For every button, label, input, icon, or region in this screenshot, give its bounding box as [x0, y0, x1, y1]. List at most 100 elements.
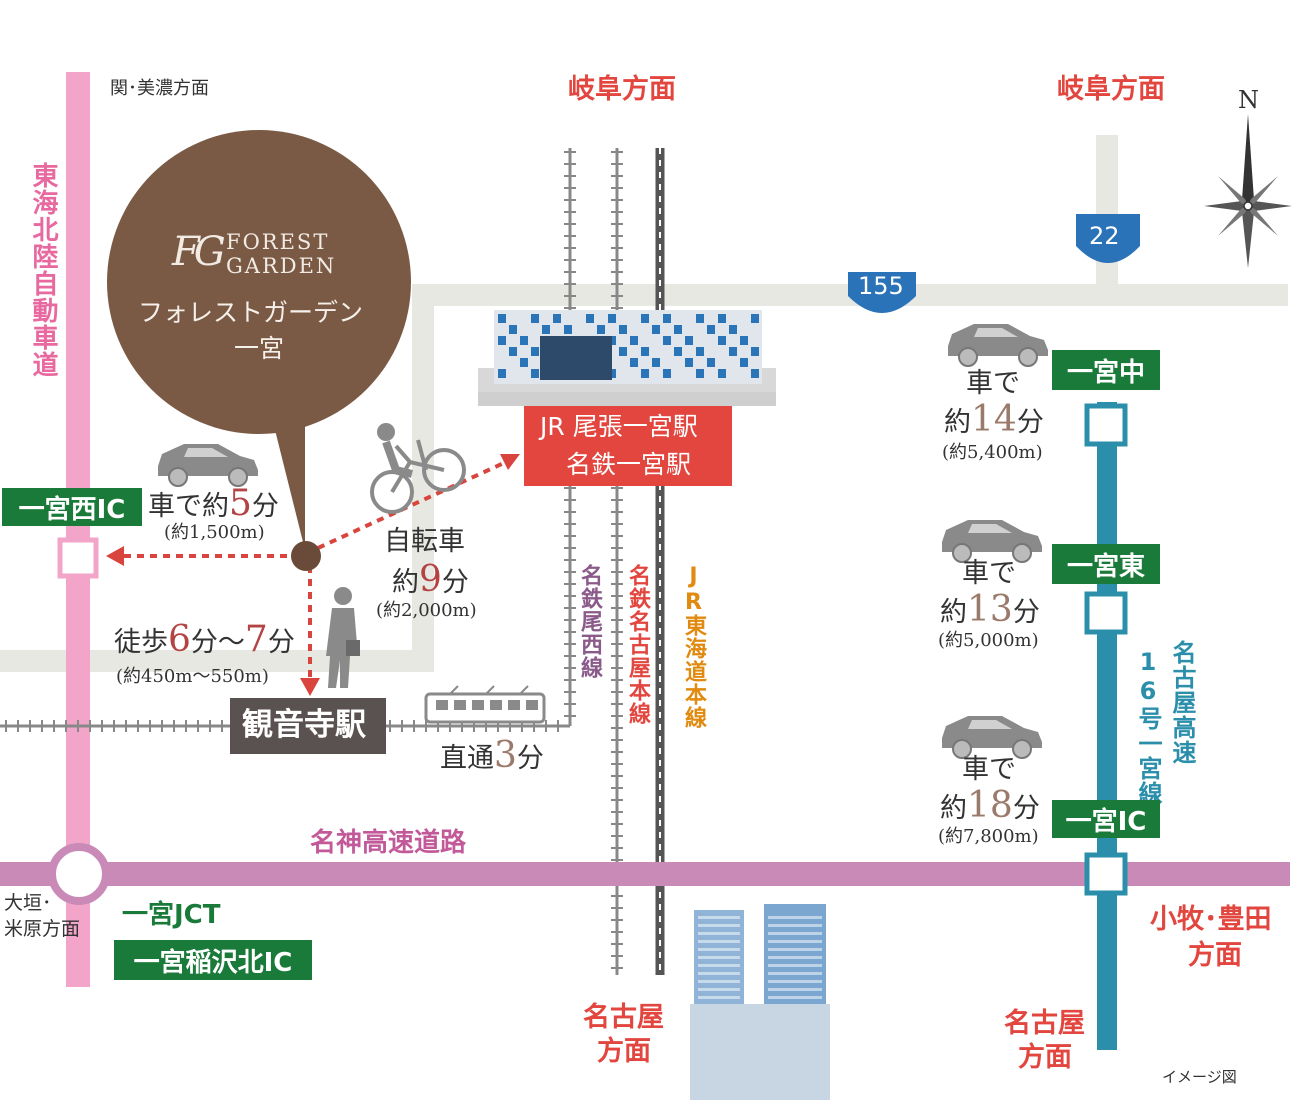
route-22-label: 22: [1089, 222, 1120, 250]
bike-label: 自転車: [384, 526, 465, 557]
direction-komaki-1: 小牧･豊田: [1150, 904, 1272, 935]
station-building-icon: [478, 310, 776, 406]
jr-tokaido-label-1: JR: [681, 564, 706, 616]
meitetsu-nagoya-label: 名鉄名古屋本線: [625, 564, 650, 725]
ichinomiya-nishi-ic-sign: 一宮西IC: [2, 488, 142, 526]
direction-nagoya-center-2: 方面: [597, 1036, 651, 1067]
property-location-dot: [291, 541, 321, 571]
car-west-distance: (約1,500m): [164, 522, 265, 543]
jr-tokaido-label-2: 東海道本線: [681, 614, 706, 729]
route-22-shield: [1076, 214, 1140, 263]
meitetsu-bisai-label: 名鉄尾西線: [577, 564, 602, 679]
dotted-routes: [122, 460, 507, 682]
bike-distance: (約2,000m): [376, 600, 477, 621]
walk-distance: (約450m～550m): [116, 666, 269, 687]
walk-num1: 6: [168, 619, 191, 660]
nagoya-expressway-label-2: 16号一宮線: [1134, 648, 1162, 806]
image-note: イメージ図: [1162, 1068, 1237, 1086]
car-west-prefix: 車で約: [148, 491, 229, 522]
car-naka-num: 14: [971, 399, 1017, 440]
skyscraper-icon: [690, 904, 830, 1100]
train-num: 3: [494, 735, 517, 776]
tokai-hokuriku-label: 東海北陸自動車道: [28, 162, 58, 378]
ichinomiya-ic-sign: 一宮IC: [1052, 800, 1160, 838]
main-station-line2: 名鉄一宮駅: [566, 450, 692, 479]
walk-num2: 7: [244, 619, 268, 660]
meishin-road: [0, 862, 1290, 886]
property-logo-line1: FOREST: [226, 230, 330, 254]
car-naka-line1: 車で: [966, 368, 1020, 399]
compass-icon: [1204, 114, 1292, 268]
car-ic-line1: 車で: [962, 754, 1016, 785]
tokai-hokuriku-road: [66, 72, 90, 987]
bike-prefix: 約: [392, 567, 419, 598]
car-naka-unit: 分: [1016, 407, 1044, 438]
car-ic-time: 約18分: [940, 788, 1040, 824]
ichinomiya-jct-label: 一宮JCT: [122, 900, 221, 930]
railway-tracks: [564, 148, 665, 975]
direction-gifu-center: 岐阜方面: [568, 74, 676, 105]
train-time: 直通3分: [440, 738, 544, 774]
car-icon: [942, 716, 1042, 759]
inazawa-kita-ic-sign: 一宮稲沢北IC: [114, 940, 312, 980]
direction-nagoya-center-1: 名古屋: [583, 1002, 664, 1033]
train-icon: [424, 685, 546, 724]
direction-ogaki-1: 大垣･: [4, 892, 52, 914]
car-ic-prefix: 約: [940, 793, 967, 824]
walk-unit: 分: [267, 627, 295, 658]
ic-markers: [1084, 403, 1128, 896]
property-name-line1: フォレストガーデン: [138, 298, 364, 327]
walk-mid: 分～: [190, 627, 245, 658]
car-icon: [942, 520, 1042, 563]
ichinomiya-naka-sign: 一宮中: [1052, 350, 1160, 390]
walk-time: 徒歩6分～7分: [114, 622, 295, 658]
kannonji-station-label: 観音寺駅: [242, 707, 366, 743]
nagoya-expressway-label-1: 名古屋高速: [1168, 640, 1196, 765]
direction-nagoya-right-1: 名古屋: [1004, 1008, 1085, 1039]
car-naka-prefix: 約: [944, 407, 971, 438]
direction-seki-mino: 関･美濃方面: [110, 78, 209, 99]
car-higashi-num: 13: [967, 589, 1013, 630]
ichinomiya-higashi-sign: 一宮東: [1052, 544, 1160, 584]
main-station-box: [524, 406, 732, 486]
car-higashi-distance: (約5,000m): [938, 630, 1039, 651]
arrow-heads: [106, 454, 520, 696]
bike-time: 約9分: [392, 562, 469, 598]
main-station-line1: JR 尾張一宮駅: [540, 412, 698, 441]
train-unit: 分: [516, 743, 544, 774]
nagoya-expressway-road: [1097, 402, 1117, 1050]
property-bubble: [107, 130, 411, 550]
kannonji-station-box: [230, 698, 386, 754]
direction-komaki-2: 方面: [1188, 940, 1242, 971]
direction-nagoya-right-2: 方面: [1018, 1042, 1072, 1073]
meishin-label: 名神高速道路: [310, 828, 467, 858]
car-higashi-time: 約13分: [940, 592, 1040, 628]
car-west-num: 5: [229, 483, 252, 524]
car-icon: [158, 444, 258, 487]
route-155-label: 155: [858, 272, 904, 300]
car-ic-distance: (約7,800m): [938, 826, 1039, 847]
car-icons: [158, 324, 1048, 759]
car-ic-unit: 分: [1012, 793, 1040, 824]
direction-gifu-right: 岐阜方面: [1057, 74, 1165, 105]
direction-ogaki-2: 米原方面: [4, 918, 81, 940]
walk-prefix: 徒歩: [114, 627, 168, 658]
car-west-unit: 分: [251, 491, 279, 522]
route-155-shield: [848, 272, 916, 313]
car-west-time: 車で約5分: [148, 486, 279, 522]
property-logo-mark: FG: [172, 229, 226, 275]
car-higashi-line1: 車で: [962, 558, 1016, 589]
walking-person-icon: [326, 587, 360, 688]
car-ic-num: 18: [967, 785, 1013, 826]
property-name-line2: 一宮: [234, 334, 285, 363]
car-naka-distance: (約5,400m): [942, 442, 1043, 463]
property-logo-line2: GARDEN: [226, 254, 337, 278]
car-naka-time: 約14分: [944, 402, 1044, 438]
bike-unit: 分: [441, 567, 469, 598]
train-prefix: 直通: [440, 743, 494, 774]
car-higashi-unit: 分: [1012, 597, 1040, 628]
bike-num: 9: [419, 559, 442, 600]
car-higashi-prefix: 約: [940, 597, 967, 628]
north-label: N: [1238, 86, 1259, 114]
jct-marker: [48, 843, 110, 905]
